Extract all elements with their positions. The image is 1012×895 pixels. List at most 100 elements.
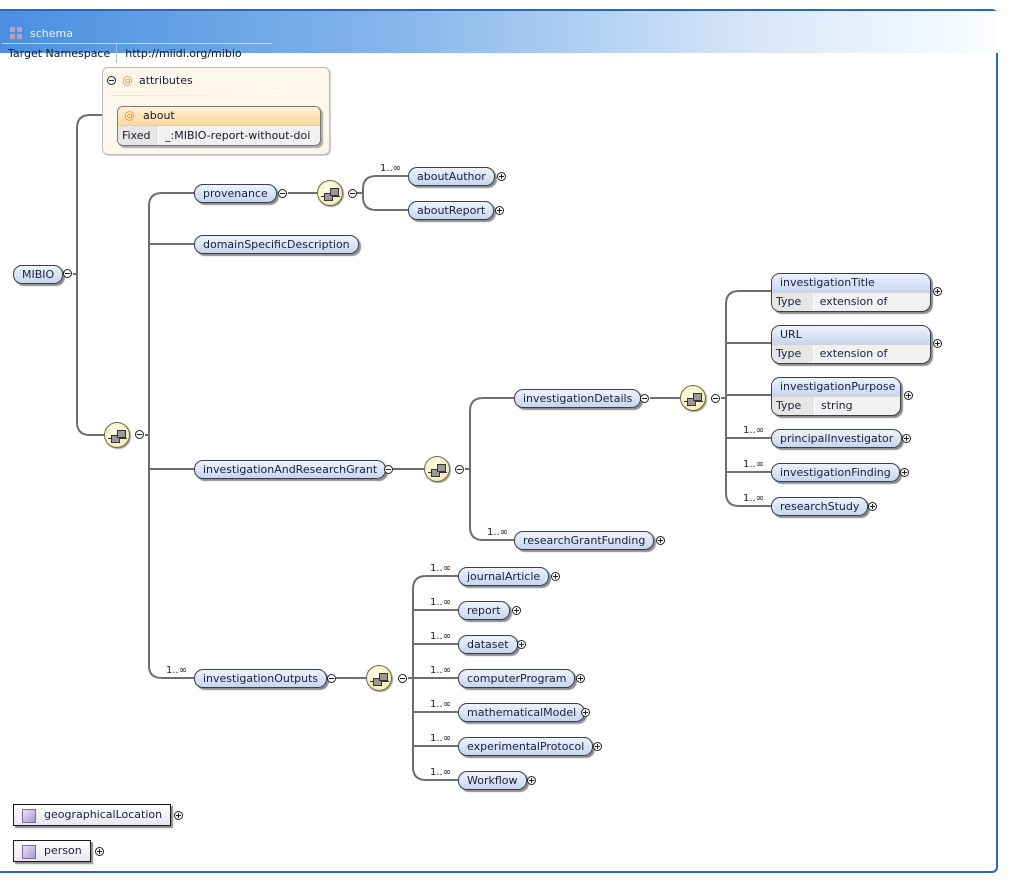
attributes-header: @ attributes <box>107 74 193 87</box>
target-namespace-label: Target Namespace <box>2 44 118 63</box>
collapse-investigationAndResearchGrant-icon[interactable] <box>384 465 393 474</box>
element-researchGrantFunding[interactable]: researchGrantFunding <box>514 531 655 550</box>
element-aboutAuthor[interactable]: aboutAuthor <box>408 167 495 186</box>
attributes-divider <box>113 95 283 96</box>
attribute-name: about <box>143 109 175 122</box>
sequence-compositor-icon[interactable] <box>317 180 343 206</box>
complex-type-name: person <box>44 844 82 857</box>
element-investigationOutputs[interactable]: investigationOutputs <box>194 669 328 688</box>
target-namespace-row: Target Namespace http://miidi.org/mibio <box>2 43 272 63</box>
element-name: URL <box>772 326 930 344</box>
expand-dataset-icon[interactable] <box>517 640 526 649</box>
attribute-about[interactable]: @ about Fixed _:MIBIO-report-without-doi <box>117 106 321 146</box>
cardinality-label: 1..∞ <box>430 631 452 642</box>
complex-type-icon <box>22 845 36 859</box>
schema-grid-icon <box>10 27 22 39</box>
expand-aboutReport-icon[interactable] <box>495 206 504 215</box>
attribute-fixed-label: Fixed <box>118 126 159 145</box>
sequence-compositor-icon[interactable] <box>424 456 450 482</box>
element-researchStudy[interactable]: researchStudy <box>771 497 869 516</box>
element-domainSpecificDescription[interactable]: domainSpecificDescription <box>194 235 359 254</box>
collapse-sequence-icon[interactable] <box>455 465 464 474</box>
attributes-group: @ attributes @ about Fixed _:MIBIO-repor… <box>102 67 330 155</box>
cardinality-label: 1..∞ <box>743 459 765 470</box>
cardinality-label: 1..∞ <box>430 563 452 574</box>
type-label: Type <box>772 397 815 415</box>
schema-title: schema <box>10 25 73 41</box>
cardinality-label: 1..∞ <box>166 665 188 676</box>
complex-type-name: geographicalLocation <box>44 808 163 821</box>
expand-principalInvestigator-icon[interactable] <box>902 434 911 443</box>
element-investigationTitle[interactable]: investigationTitle Type extension of 'str… <box>771 273 931 312</box>
sequence-compositor-icon[interactable] <box>104 422 130 448</box>
complex-type-person[interactable]: person <box>13 840 91 862</box>
expand-URL-icon[interactable] <box>933 339 942 348</box>
collapse-sequence-icon[interactable] <box>348 189 357 198</box>
expand-journalArticle-icon[interactable] <box>551 572 560 581</box>
element-Workflow[interactable]: Workflow <box>458 771 527 790</box>
collapse-MIBIO-icon[interactable] <box>63 269 72 278</box>
expand-geographicalLocation-icon[interactable] <box>174 811 183 820</box>
element-aboutReport[interactable]: aboutReport <box>408 201 495 220</box>
element-report[interactable]: report <box>458 601 510 620</box>
cardinality-label: 1..∞ <box>430 597 452 608</box>
element-journalArticle[interactable]: journalArticle <box>458 567 550 586</box>
expand-computerProgram-icon[interactable] <box>576 674 585 683</box>
cardinality-label: 1..∞ <box>487 527 509 538</box>
schema-frame <box>0 9 998 873</box>
expand-experimentalProtocol-icon[interactable] <box>593 742 602 751</box>
element-mathematicalModel[interactable]: mathematicalModel <box>458 703 586 722</box>
element-investigationDetails[interactable]: investigationDetails <box>514 389 642 408</box>
element-name: investigationPurpose <box>772 378 900 396</box>
element-URL[interactable]: URL Type extension of 'string' <box>771 325 931 364</box>
element-computerProgram[interactable]: computerProgram <box>458 669 576 688</box>
attributes-title: attributes <box>139 74 193 87</box>
type-value: extension of 'string' <box>819 295 888 308</box>
expand-researchStudy-icon[interactable] <box>868 502 877 511</box>
expand-person-icon[interactable] <box>95 847 104 856</box>
type-label: Type <box>772 293 814 311</box>
schema-title-text: schema <box>30 26 73 40</box>
cardinality-label: 1..∞ <box>380 163 402 174</box>
cardinality-label: 1..∞ <box>430 733 452 744</box>
type-label: Type <box>772 345 814 363</box>
collapse-attributes-icon[interactable] <box>107 76 116 85</box>
target-namespace-value: http://miidi.org/mibio <box>125 47 242 60</box>
collapse-provenance-icon[interactable] <box>278 189 287 198</box>
element-experimentalProtocol[interactable]: experimentalProtocol <box>458 737 594 756</box>
element-principalInvestigator[interactable]: principalInvestigator <box>771 429 903 448</box>
cardinality-label: 1..∞ <box>743 425 765 436</box>
collapse-sequence-icon[interactable] <box>398 674 407 683</box>
expand-investigationPurpose-icon[interactable] <box>904 391 913 400</box>
collapse-investigationOutputs-icon[interactable] <box>327 674 336 683</box>
expand-mathematicalModel-icon[interactable] <box>581 708 590 717</box>
collapse-sequence-icon[interactable] <box>711 394 720 403</box>
element-investigationFinding[interactable]: investigationFinding <box>771 463 900 482</box>
sequence-compositor-icon[interactable] <box>680 385 706 411</box>
collapse-sequence-icon[interactable] <box>135 430 144 439</box>
expand-researchGrantFunding-icon[interactable] <box>656 536 665 545</box>
collapse-investigationDetails-icon[interactable] <box>640 394 649 403</box>
element-investigationAndResearchGrant[interactable]: investigationAndResearchGrant <box>194 460 387 479</box>
attribute-at-icon: @ <box>122 74 133 87</box>
expand-report-icon[interactable] <box>512 606 521 615</box>
cardinality-label: 1..∞ <box>430 665 452 676</box>
schema-header: schema Target Namespace http://miidi.org… <box>0 11 999 63</box>
type-value: extension of 'string' <box>819 347 888 360</box>
cardinality-label: 1..∞ <box>430 767 452 778</box>
element-MIBIO[interactable]: MIBIO <box>13 265 64 284</box>
cardinality-label: 1..∞ <box>430 699 452 710</box>
sequence-compositor-icon[interactable] <box>366 665 392 691</box>
expand-investigationFinding-icon[interactable] <box>900 468 909 477</box>
element-dataset[interactable]: dataset <box>458 635 518 654</box>
attribute-at-icon: @ <box>124 109 135 122</box>
expand-aboutAuthor-icon[interactable] <box>497 172 506 181</box>
complex-type-geographicalLocation[interactable]: geographicalLocation <box>13 804 172 826</box>
cardinality-label: 1..∞ <box>743 493 765 504</box>
element-provenance[interactable]: provenance <box>194 184 277 203</box>
element-name: investigationTitle <box>772 274 930 292</box>
expand-Workflow-icon[interactable] <box>527 776 536 785</box>
expand-investigationTitle-icon[interactable] <box>933 287 942 296</box>
